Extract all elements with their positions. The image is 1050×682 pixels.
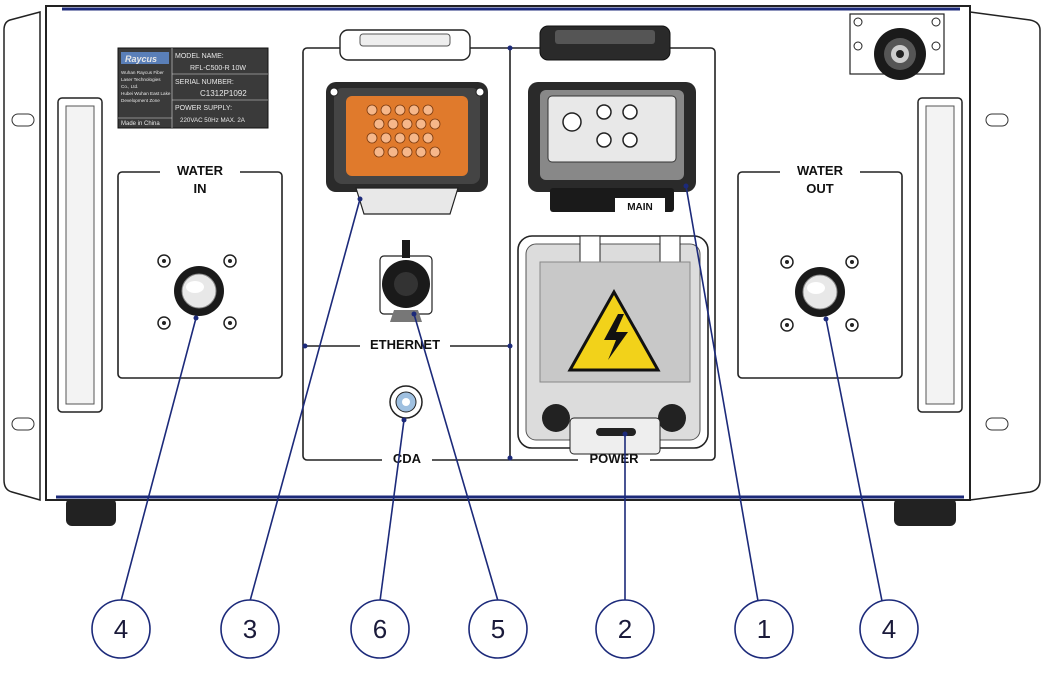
leader-line-6: [379, 419, 405, 602]
power-label: POWER: [589, 451, 639, 466]
main-label: MAIN: [627, 202, 653, 213]
water-out-screw: [780, 318, 794, 332]
callout-bubble: 6: [350, 599, 410, 659]
nameplate-company-line: Laser Technologies: [121, 77, 161, 82]
main-power-connector[interactable]: MAIN: [528, 25, 696, 213]
leader-line-1: [685, 185, 759, 602]
nameplate-company-line: Co., Ltd.: [121, 84, 138, 89]
leader-lines: [120, 185, 883, 602]
leader-line-4-right: [825, 318, 883, 602]
left-rack-ear: [3, 11, 41, 501]
callout-number: 6: [373, 614, 387, 644]
callout-number: 2: [618, 614, 632, 644]
power-supply-value: 220VAC 50Hz MAX. 2A: [180, 117, 246, 124]
leader-line-3: [249, 198, 361, 602]
ethernet-label: ETHERNET: [370, 337, 440, 352]
left-handle-inner: [65, 105, 95, 405]
left-mount-slot-top: [11, 113, 35, 127]
water-in-label-line2: IN: [194, 181, 207, 196]
left-mount-slot-bottom: [11, 417, 35, 431]
nameplate-brand: Raycus: [125, 54, 157, 64]
cda-air-connector[interactable]: [389, 385, 423, 419]
nameplate-made-in: Made in China: [121, 121, 160, 127]
nameplate: Raycus Wuhan Raycus Fiber Laser Technolo…: [117, 47, 269, 129]
serial-number-label: SERIAL NUMBER:: [175, 79, 234, 86]
water-in-screw: [223, 254, 237, 268]
nameplate-company-line: Wuhan Raycus Fiber: [121, 70, 164, 75]
callout-number: 3: [243, 614, 257, 644]
right-rack-ear: [969, 11, 1041, 501]
model-name-value: RFL-C500-R 10W: [190, 65, 246, 72]
nameplate-company-line: Development Zone: [121, 98, 160, 103]
interface-connector[interactable]: [326, 29, 488, 215]
leader-arrowheads: [193, 183, 829, 437]
water-in-plate: WATER IN: [117, 160, 283, 379]
water-out-screw: [780, 255, 794, 269]
right-mount-slot-bottom: [985, 417, 1009, 431]
water-out-screw: [845, 255, 859, 269]
power-switch-cover[interactable]: [517, 235, 709, 455]
right-handle-inner: [925, 105, 955, 405]
water-out-plate: WATER OUT: [737, 160, 903, 379]
water-in-screw: [157, 254, 171, 268]
callout-number: 5: [491, 614, 505, 644]
model-name-label: MODEL NAME:: [175, 53, 224, 60]
callout-bubble: 4: [859, 599, 919, 659]
leader-line-4-left: [120, 317, 197, 602]
water-in-label-line1: WATER: [177, 163, 224, 178]
callout-bubble: 2: [595, 599, 655, 659]
left-foot: [66, 498, 116, 526]
right-mount-slot-top: [985, 113, 1009, 127]
water-in-screw: [157, 316, 171, 330]
callout-number: 4: [114, 614, 128, 644]
nameplate-company-line: Hubei Wuhan East Lake: [121, 91, 171, 96]
water-out-label-line1: WATER: [797, 163, 844, 178]
right-foot: [894, 498, 956, 526]
water-in-screw: [223, 316, 237, 330]
serial-number-value: C1312P1092: [200, 89, 247, 98]
water-out-label-line2: OUT: [806, 181, 834, 196]
callout-bubble: 3: [220, 599, 280, 659]
callout-bubble: 5: [468, 599, 528, 659]
water-out-screw: [845, 318, 859, 332]
callout-number: 4: [882, 614, 896, 644]
leader-line-5: [413, 313, 499, 602]
callout-bubble: 1: [734, 599, 794, 659]
power-supply-label: POWER SUPPLY:: [175, 105, 232, 112]
cda-label: CDA: [393, 451, 422, 466]
aux-circular-connector[interactable]: [849, 13, 945, 80]
callout-number: 1: [757, 614, 771, 644]
callout-bubble: 4: [91, 599, 151, 659]
